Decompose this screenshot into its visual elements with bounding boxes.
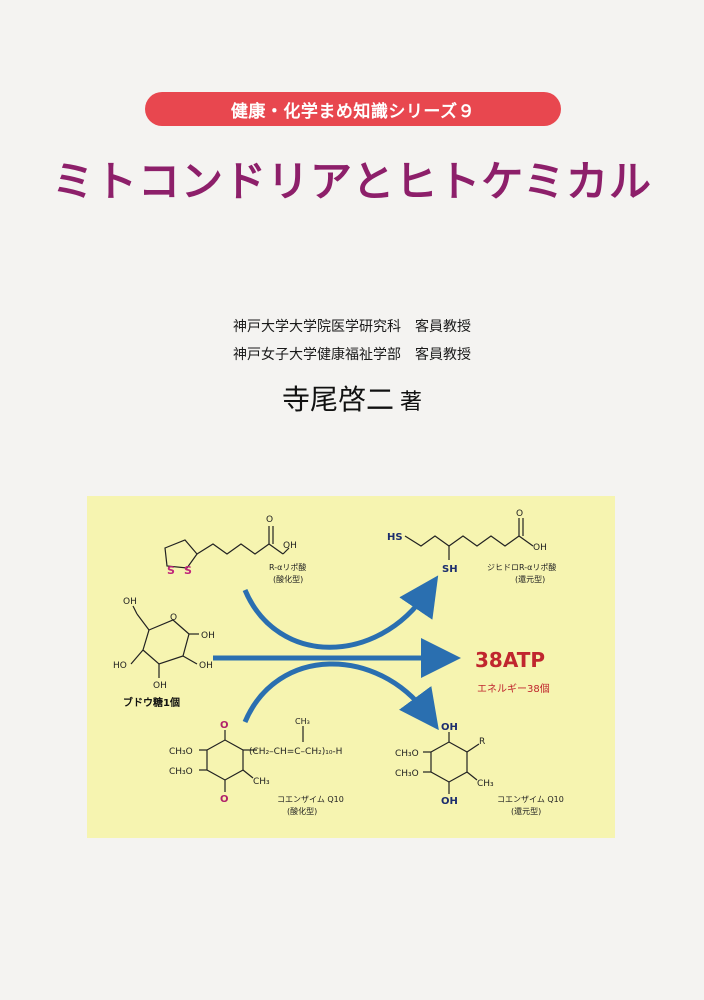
lipoic-red-carbonyl-o: O: [516, 509, 523, 519]
coq10-ox-ch3o-1: CH₃O: [169, 747, 193, 757]
glucose-ring-o: O: [170, 613, 177, 623]
lipoic-oxidized-state: (酸化型): [273, 574, 303, 584]
sulfur-atom-2: S: [184, 564, 192, 577]
coq10-red-r: R: [479, 737, 485, 747]
coq10-oxidized-state: (酸化型): [287, 806, 317, 816]
coq10-red-oh-bottom: OH: [441, 796, 458, 807]
coq10-red-ch3o-2: CH₃O: [395, 769, 419, 779]
diagram-svg: S S O OH R-αリポ酸 (酸化型) HS SH O OH ジヒドロR-α…: [113, 509, 564, 816]
thiol-hs: HS: [387, 532, 403, 543]
coq10-oxidized-label: コエンザイム Q10: [277, 795, 344, 804]
thiol-sh: SH: [442, 564, 458, 575]
book-title: ミトコンドリアとヒトケミカル: [52, 157, 652, 206]
lipoic-reduced-label: ジヒドロR-αリポ酸: [487, 562, 556, 572]
glucose-structure: [130, 605, 199, 678]
author-suffix: 著: [400, 390, 423, 415]
lipoic-acid-oxidized-structure: [164, 526, 290, 569]
glucose-label: ブドウ糖1個: [123, 696, 180, 709]
affiliation-2: 神戸女子大学健康福祉学部 客員教授: [233, 347, 471, 363]
lipoic-red-oh: OH: [533, 543, 547, 553]
glucose-ho-left: HO: [113, 661, 127, 671]
author-line: 寺尾啓二著: [0, 378, 704, 418]
series-title: 健康・化学まめ知識シリーズ９: [145, 92, 561, 126]
author-name: 寺尾啓二: [281, 383, 394, 416]
coq10-red-oh-top: OH: [441, 722, 458, 733]
coq10-ox-chain: (CH₂–CH=C–CH₂)₁₀-H: [249, 747, 342, 757]
coq10-reduced-label: コエンザイム Q10: [497, 795, 564, 804]
coq10-reduced-structure: [423, 732, 480, 794]
glucose-oh-right-2: OH: [199, 661, 213, 671]
coq10-ox-ch3: CH₃: [253, 777, 270, 787]
lipoic-ox-carbonyl-o: O: [266, 515, 273, 525]
sulfur-atom-1: S: [167, 564, 175, 577]
affiliation-1: 神戸大学大学院医学研究科 客員教授: [233, 319, 471, 335]
glucose-oh-bottom: OH: [153, 681, 167, 691]
coq10-red-ch3: CH₃: [477, 779, 494, 789]
lipoic-acid-reduced-structure: [404, 518, 534, 560]
coq10-ox-ch3-side: CH₃: [295, 717, 310, 726]
arrow-coq10-reduction: [242, 661, 439, 731]
energy-label: エネルギー38個: [477, 682, 550, 695]
coq10-reduced-state: (還元型): [511, 806, 541, 816]
lipoic-ox-oh: OH: [283, 541, 297, 551]
reaction-arrows: [213, 575, 461, 731]
coq10-ox-o-bottom: O: [220, 794, 229, 805]
glucose-oh-right-1: OH: [201, 631, 215, 641]
glucose-oh-top: OH: [123, 597, 137, 607]
metabolism-diagram: S S O OH R-αリポ酸 (酸化型) HS SH O OH ジヒドロR-α…: [87, 496, 615, 838]
coq10-ox-o-top: O: [220, 720, 229, 731]
coq10-ox-ch3o-2: CH₃O: [169, 767, 193, 777]
coq10-red-ch3o-1: CH₃O: [395, 749, 419, 759]
lipoic-oxidized-label: R-αリポ酸: [269, 562, 306, 572]
arrow-lipoic-reduction: [242, 575, 439, 650]
atp-label: 38ATP: [475, 648, 545, 672]
coq10-oxidized-structure: [199, 726, 304, 792]
lipoic-reduced-state: (還元型): [515, 574, 545, 584]
